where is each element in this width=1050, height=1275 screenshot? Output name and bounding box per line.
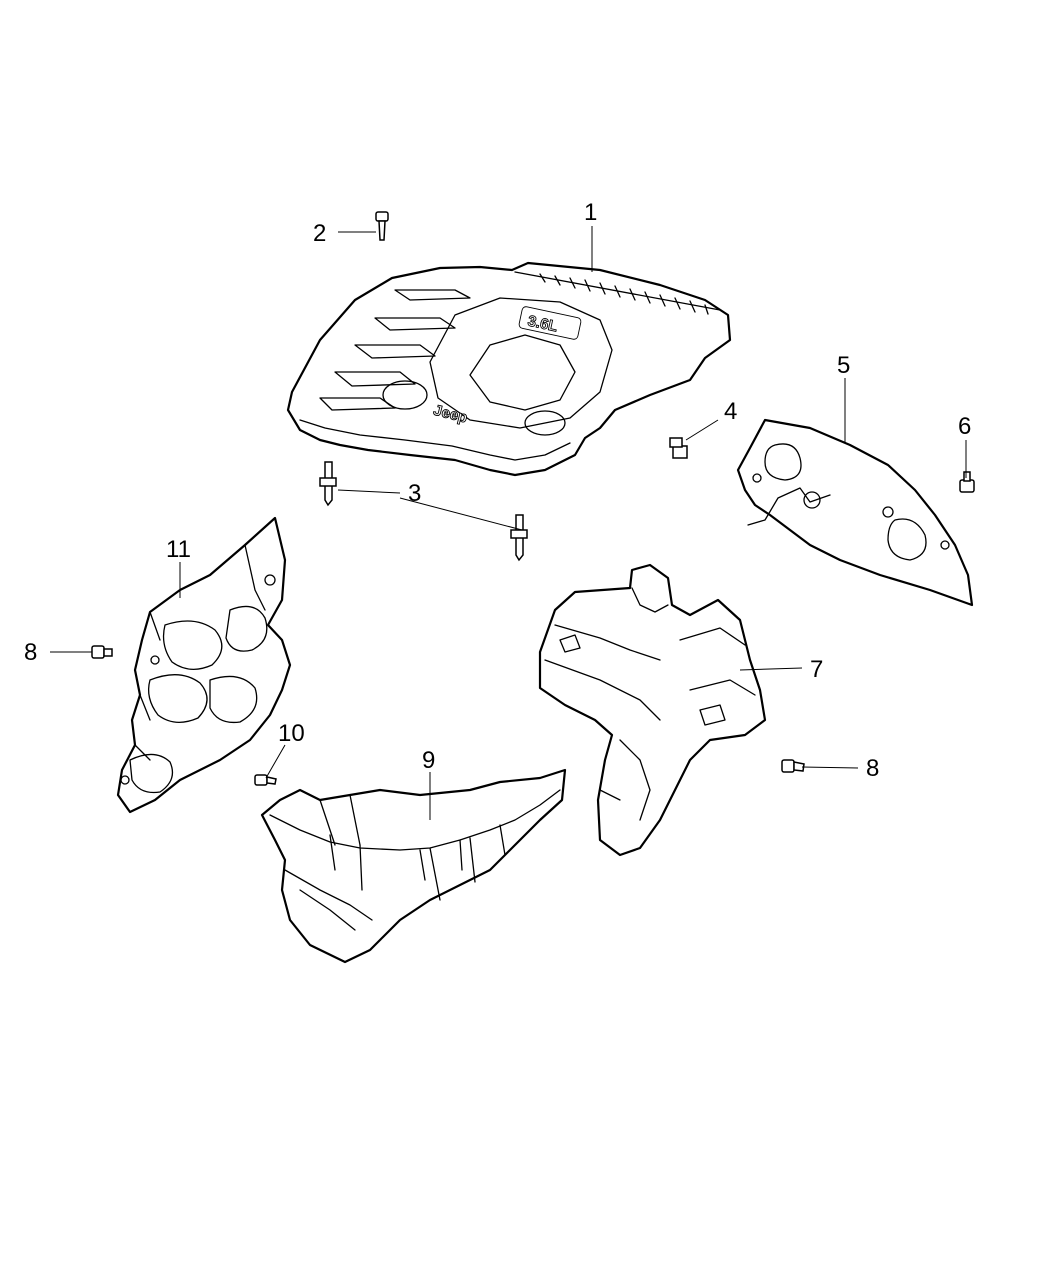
screw-part-10[interactable] bbox=[254, 774, 277, 786]
leader-lines bbox=[50, 226, 967, 820]
callout-5: 5 bbox=[837, 352, 850, 379]
callout-2: 2 bbox=[313, 220, 326, 247]
callout-6: 6 bbox=[958, 413, 971, 440]
callout-9: 9 bbox=[422, 747, 435, 774]
lower-cover-part-9[interactable] bbox=[260, 768, 567, 964]
engine-badge: 3.6L bbox=[518, 306, 582, 340]
stud-part-3-a[interactable] bbox=[319, 461, 337, 507]
engine-cover[interactable]: 3.6L Jeep bbox=[286, 261, 732, 477]
callout-4: 4 bbox=[724, 398, 737, 425]
left-side-cover-part-11[interactable] bbox=[116, 516, 292, 814]
bolt-part-2[interactable] bbox=[375, 211, 389, 241]
shield-plate-part-5[interactable] bbox=[736, 418, 974, 607]
grommet-part-4[interactable] bbox=[669, 437, 688, 459]
callout-8-left: 8 bbox=[24, 639, 37, 666]
callout-1: 1 bbox=[584, 199, 597, 226]
callout-11: 11 bbox=[166, 536, 191, 563]
callout-10: 10 bbox=[278, 720, 305, 747]
callout-3: 3 bbox=[408, 480, 421, 507]
stud-part-3-b[interactable] bbox=[510, 514, 528, 562]
callout-8-right: 8 bbox=[866, 755, 879, 782]
screw-part-6[interactable] bbox=[959, 471, 975, 493]
bolt-part-8-right[interactable] bbox=[781, 759, 805, 773]
svg-text:3.6L: 3.6L bbox=[526, 313, 559, 336]
bolt-part-8-left[interactable] bbox=[91, 645, 113, 659]
right-side-cover-part-7[interactable] bbox=[538, 563, 767, 857]
callout-7: 7 bbox=[810, 656, 823, 683]
callout-labels: 1 2 3 4 5 6 7 8 8 9 10 11 bbox=[24, 199, 971, 782]
